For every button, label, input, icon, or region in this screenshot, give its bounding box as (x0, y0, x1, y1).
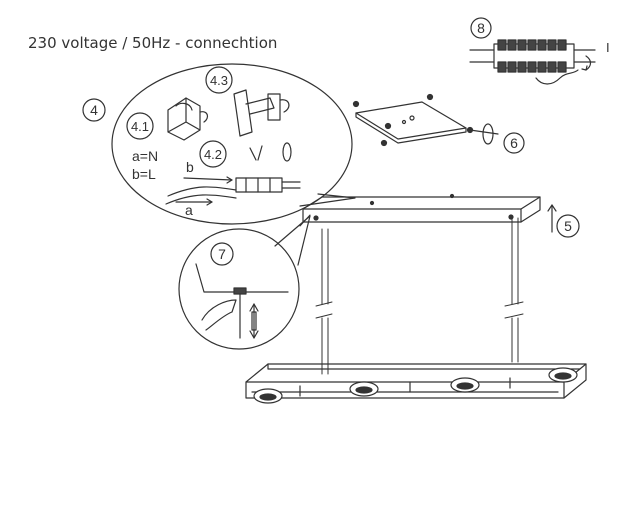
step-8-terminal-block: 8 I (469, 17, 610, 85)
indicator-i: I (606, 40, 610, 55)
step-7-height-adjust: 7 (178, 215, 311, 350)
step-5-label: 5 (564, 218, 572, 234)
step-4-3-label: 4.3 (210, 73, 228, 88)
step-8-badge (470, 17, 492, 39)
light-bar-front (245, 381, 565, 399)
spot-heads (253, 367, 578, 404)
mounting-plate (355, 101, 467, 140)
screw-top-left (352, 100, 360, 108)
screw-top-right (426, 93, 434, 101)
connection-block (235, 177, 283, 193)
terminal-screws (497, 39, 567, 73)
canopy-side (520, 196, 541, 223)
wire-a-label: a (185, 202, 193, 218)
step-7-label: 7 (218, 246, 226, 262)
screw-bottom (380, 139, 388, 147)
connector-housing (167, 97, 201, 141)
canopy-front (302, 208, 522, 223)
canopy-corner-detail (195, 263, 289, 293)
light-bar-side (563, 363, 587, 399)
wire-b (167, 186, 237, 197)
detail-balloon-7 (178, 228, 300, 350)
rotation-arrow-6 (482, 123, 494, 145)
voltage-heading: 230 voltage / 50Hz - connechtion (28, 34, 278, 52)
step-4-3-badge (205, 66, 233, 94)
wire-screw (249, 145, 263, 161)
step-4-label: 4 (90, 102, 98, 118)
terminal-wires (469, 49, 596, 63)
step-5-badge (556, 214, 580, 238)
balloon-4-pointer (299, 193, 356, 207)
wire-a (165, 194, 237, 205)
step-4-2-badge (199, 140, 227, 168)
rotation-arrow-4-2 (282, 142, 292, 162)
step-4-wiring-detail: 4 4.1 4.3 4.2 a=N b=L b a (82, 63, 356, 225)
step-4-2-label: 4.2 (204, 147, 222, 162)
canopy-top (302, 196, 541, 210)
step-8-label: 8 (477, 20, 485, 36)
cable-gripper (233, 287, 247, 295)
wire-a-neutral-label: a=N (132, 148, 158, 164)
step-7-badge (210, 242, 234, 266)
wire-b-label: b (186, 159, 194, 175)
rotation-arrow-4-3 (279, 99, 290, 113)
step-4-1-label: 4.1 (131, 119, 149, 134)
hand-pressing-gripper (201, 299, 237, 331)
light-bar-top (245, 363, 587, 383)
cable-break-right (504, 301, 524, 319)
hand-screwdriver (535, 69, 579, 85)
step-6-badge (503, 132, 525, 154)
cable-break-left (315, 301, 333, 319)
rotation-arrow-8 (585, 55, 592, 71)
detail-balloon-4 (111, 63, 353, 225)
step-4-1-badge (126, 112, 154, 140)
ceiling-canopy: 5 (302, 193, 580, 238)
step-6-label: 6 (510, 135, 518, 151)
balloon-7-pointer (274, 215, 311, 266)
wire-b-live-label: b=L (132, 166, 156, 182)
step-6-mounting-plate: 6 (352, 93, 525, 154)
suspension-cables (299, 214, 524, 375)
step-4-badge (82, 98, 106, 122)
light-bar (245, 363, 587, 404)
rotation-arrow-4-1 (199, 111, 209, 123)
cable-clamp (267, 93, 281, 121)
clamp-bracket (233, 89, 253, 137)
wire-b-arrow (183, 177, 233, 181)
